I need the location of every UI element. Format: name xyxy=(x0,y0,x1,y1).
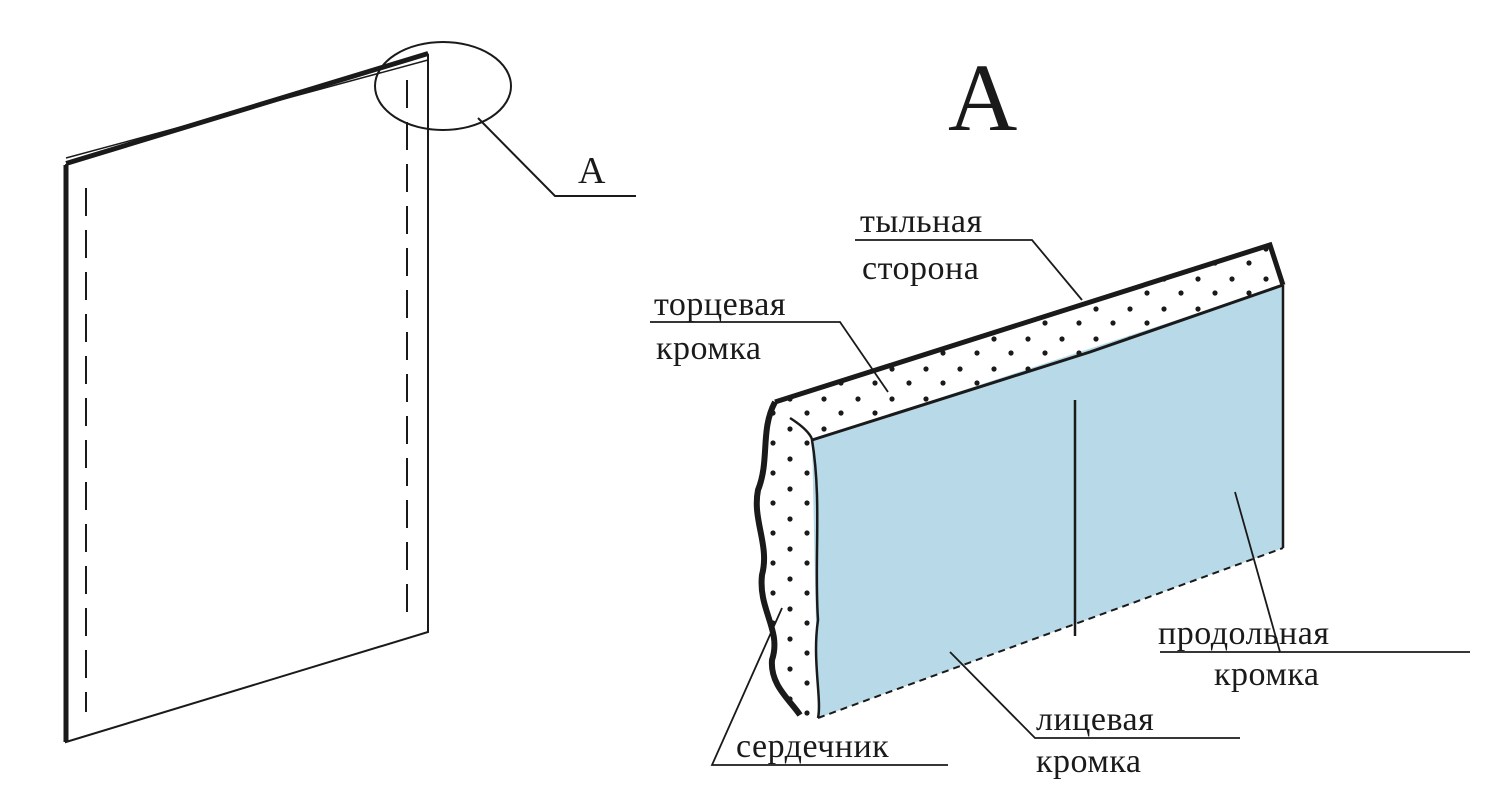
label-end-edge-line1: торцевая xyxy=(654,286,787,323)
full-sheet xyxy=(63,51,429,744)
label-back-side-line2: сторона xyxy=(862,250,980,287)
board-detail xyxy=(753,241,1286,719)
face-bottom-dashed xyxy=(817,547,1284,719)
top-edge-surface xyxy=(775,245,1283,440)
label-core: сердечник xyxy=(736,728,890,765)
leader-end-edge xyxy=(650,321,889,393)
sheet-outline xyxy=(65,53,429,744)
sheet-top-inner-edge xyxy=(65,59,429,159)
detail-callout xyxy=(374,41,636,197)
detail-title: А xyxy=(948,44,1018,151)
label-leaders xyxy=(650,239,1470,766)
leader-face-edge xyxy=(949,651,1240,739)
label-longitudinal-edge-line1: продольная xyxy=(1158,615,1330,652)
label-back-side-line1: тыльная xyxy=(860,203,983,240)
face-top-boundary xyxy=(811,283,1284,442)
leader-back-side xyxy=(855,239,1083,301)
top-edge-outline xyxy=(774,241,1286,405)
label-face-edge-line2: кромка xyxy=(1036,743,1142,780)
end-edge-core xyxy=(756,402,819,718)
face-surface xyxy=(812,285,1283,718)
label-longitudinal-edge-line2: кромка xyxy=(1214,656,1320,693)
label-end-edge-line2: кромка xyxy=(656,330,762,367)
end-edge-inner-boundary xyxy=(789,416,821,719)
label-face-edge-line1: лицевая xyxy=(1036,701,1155,738)
callout-marker-label: А xyxy=(578,150,606,192)
leader-core xyxy=(710,607,948,766)
sheet-top-thick-edge xyxy=(65,51,429,165)
callout-circle xyxy=(374,41,512,131)
end-edge-outline xyxy=(753,400,803,717)
callout-leader xyxy=(477,117,636,197)
